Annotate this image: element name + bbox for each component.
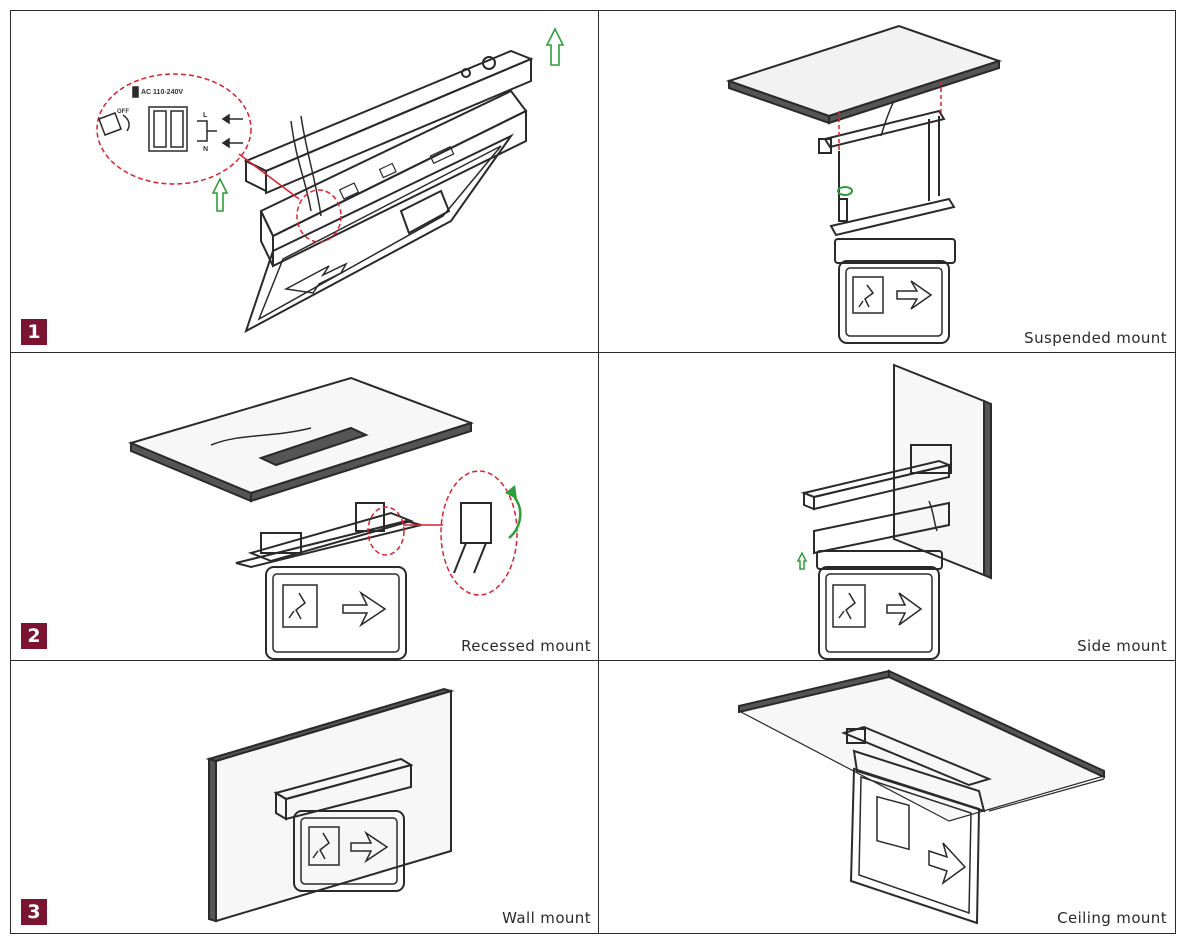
live-terminal-label: L: [203, 112, 208, 119]
caption-suspended-mount: Suspended mount: [1024, 329, 1167, 347]
suspended-mount-illustration: [725, 24, 1003, 344]
ceiling-mount-illustration: [737, 669, 1106, 925]
caption-recessed-mount: Recessed mount: [461, 637, 591, 655]
step-badge-3: 3: [21, 899, 47, 925]
recessed-mount-illustration: [128, 376, 522, 660]
panel-wall-mount: 3 Wall mount: [10, 660, 600, 934]
wall-mount-illustration: [205, 687, 455, 923]
install-illustration: [96, 27, 565, 334]
neutral-terminal-label: N: [203, 146, 209, 153]
panel-side-mount: Side mount: [598, 352, 1176, 662]
step-badge-1: 1: [21, 319, 47, 345]
panel-ceiling-mount: Ceiling mount: [598, 660, 1176, 934]
installation-diagram-grid: AC 110-240V L N OFF 1: [10, 10, 1176, 934]
step-badge-2: 2: [21, 623, 47, 649]
panel-recessed-mount: 2 Recessed mount: [10, 352, 600, 662]
panel-install: AC 110-240V L N OFF 1: [10, 10, 600, 354]
voltage-label: AC 110-240V: [141, 89, 184, 96]
switch-label: OFF: [117, 109, 129, 115]
panel-suspended-mount: Suspended mount: [598, 10, 1176, 354]
caption-side-mount: Side mount: [1077, 637, 1167, 655]
caption-wall-mount: Wall mount: [502, 909, 591, 927]
caption-ceiling-mount: Ceiling mount: [1057, 909, 1167, 927]
side-mount-illustration: [796, 363, 992, 660]
